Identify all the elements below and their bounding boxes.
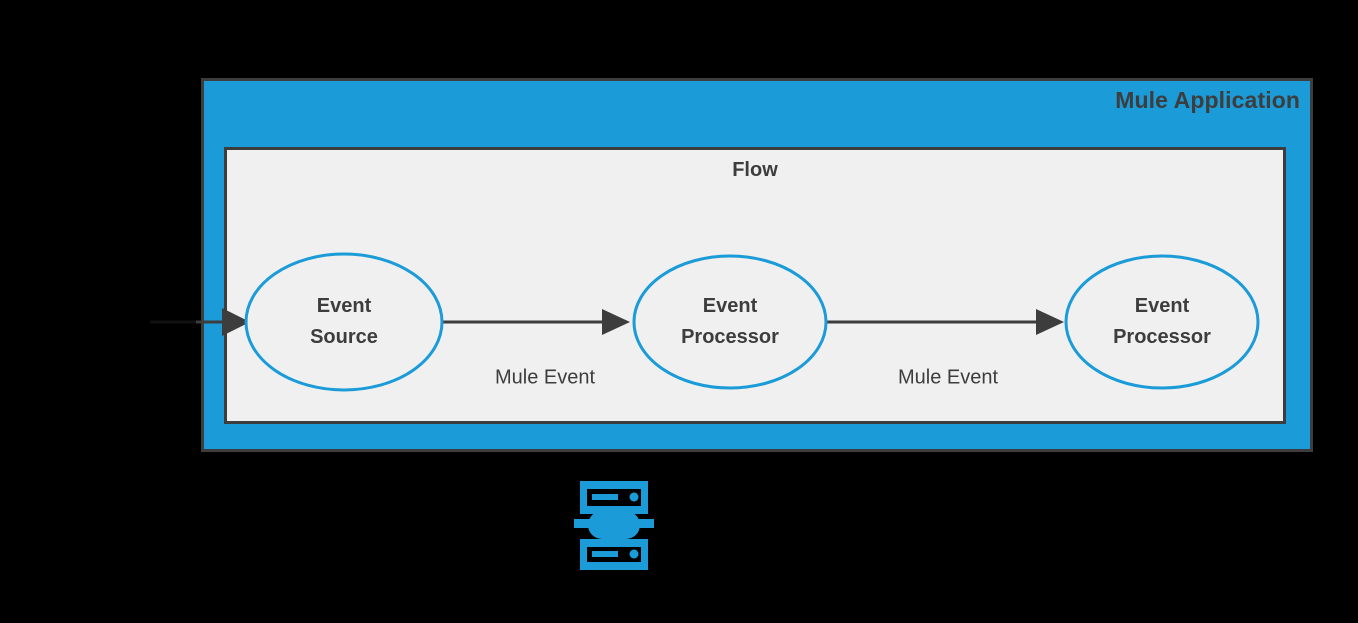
- node-label-line1: Event: [316, 295, 372, 317]
- inbound-arrow: [150, 308, 250, 336]
- server-icon: [574, 481, 654, 570]
- edge-label-mule-event-2: Mule Event: [897, 366, 999, 389]
- node-event-processor-1[interactable]: [632, 254, 828, 390]
- connector-source-to-processor1: [443, 309, 630, 335]
- node-label-line1: Event: [702, 295, 758, 317]
- node-label-event-source: Event Source: [310, 291, 378, 353]
- node-label-event-processor-1: Event Processor: [681, 291, 779, 353]
- node-event-processor-2[interactable]: [1064, 254, 1260, 390]
- node-label-line2: Processor: [1113, 326, 1211, 348]
- edge-label-mule-event-1: Mule Event: [494, 366, 596, 389]
- node-label-line2: Processor: [681, 326, 779, 348]
- node-event-source[interactable]: [244, 252, 444, 392]
- connector-processor1-to-processor2: [827, 309, 1064, 335]
- flow-title: Flow: [732, 159, 778, 181]
- node-label-line2: Source: [310, 326, 378, 348]
- mule-application-title: Mule Application: [1115, 87, 1300, 113]
- node-label-event-processor-2: Event Processor: [1113, 291, 1211, 353]
- node-label-line1: Event: [1134, 295, 1190, 317]
